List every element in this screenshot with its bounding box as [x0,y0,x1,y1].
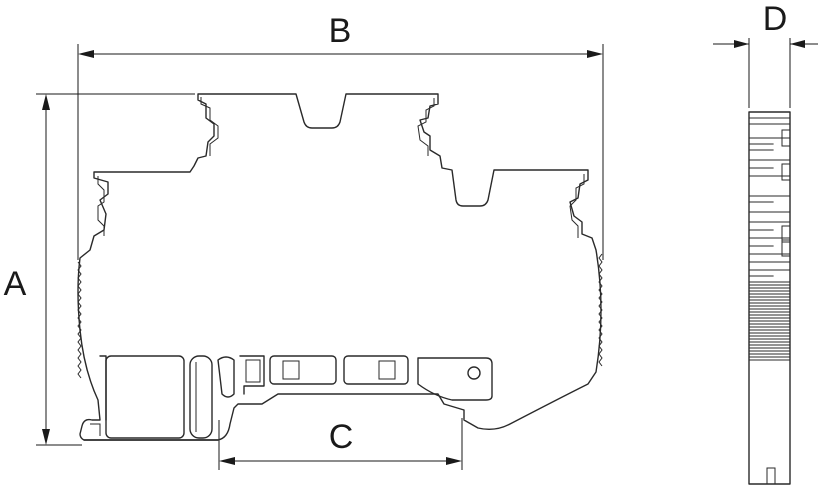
left-foot-wall [99,355,107,421]
dimension-c: C [218,418,463,470]
side-view-ribs [749,117,790,361]
lower-left-clip [97,176,105,236]
dimension-c-label: C [329,418,354,456]
dimension-b-arrow-left [78,50,94,58]
bridge-slot-2 [343,355,409,385]
terminal-body-outline [77,93,602,441]
dimension-a-arrow-top [42,94,50,110]
latch-block [239,355,265,395]
latch-spring [217,356,235,398]
dimension-c-arrow-right [446,457,462,465]
test-socket-housing [417,357,493,401]
slot-divider [189,355,213,439]
side-notch [781,239,790,257]
test-socket-hole [467,366,481,380]
side-notch [781,225,790,243]
side-notch [781,129,790,147]
dimension-d-arrow-right [790,40,805,48]
dimension-d-arrow-left [734,40,749,48]
terminal-block-front-view [77,93,603,441]
bridge-slot-1 [269,355,337,385]
bridge-slot-2-hole [378,360,396,380]
dimension-d: D [713,0,818,108]
dimension-d-label: D [763,0,788,38]
terminal-block-side-view [748,111,791,485]
dimension-c-arrow-left [219,457,235,465]
dimension-a-label: A [4,265,27,303]
right-serrated-edge [598,253,603,367]
dimension-b-label: B [329,12,352,50]
latch-block-inner [245,359,261,383]
lower-right-clip [569,174,585,238]
dimension-a-arrow-bottom [42,429,50,445]
upper-left-clip [200,97,219,156]
dimension-b: B [77,12,604,260]
bridge-slot-1-hole [282,360,300,380]
foot-hook-left [90,423,101,436]
side-view-foot-slot [766,467,776,485]
screw-housing-left [105,355,185,439]
dimension-a: A [4,93,195,446]
left-serrated-edge [77,261,82,379]
side-notch [781,163,790,181]
upper-right-clip [417,98,435,156]
dimension-b-arrow-right [587,50,603,58]
